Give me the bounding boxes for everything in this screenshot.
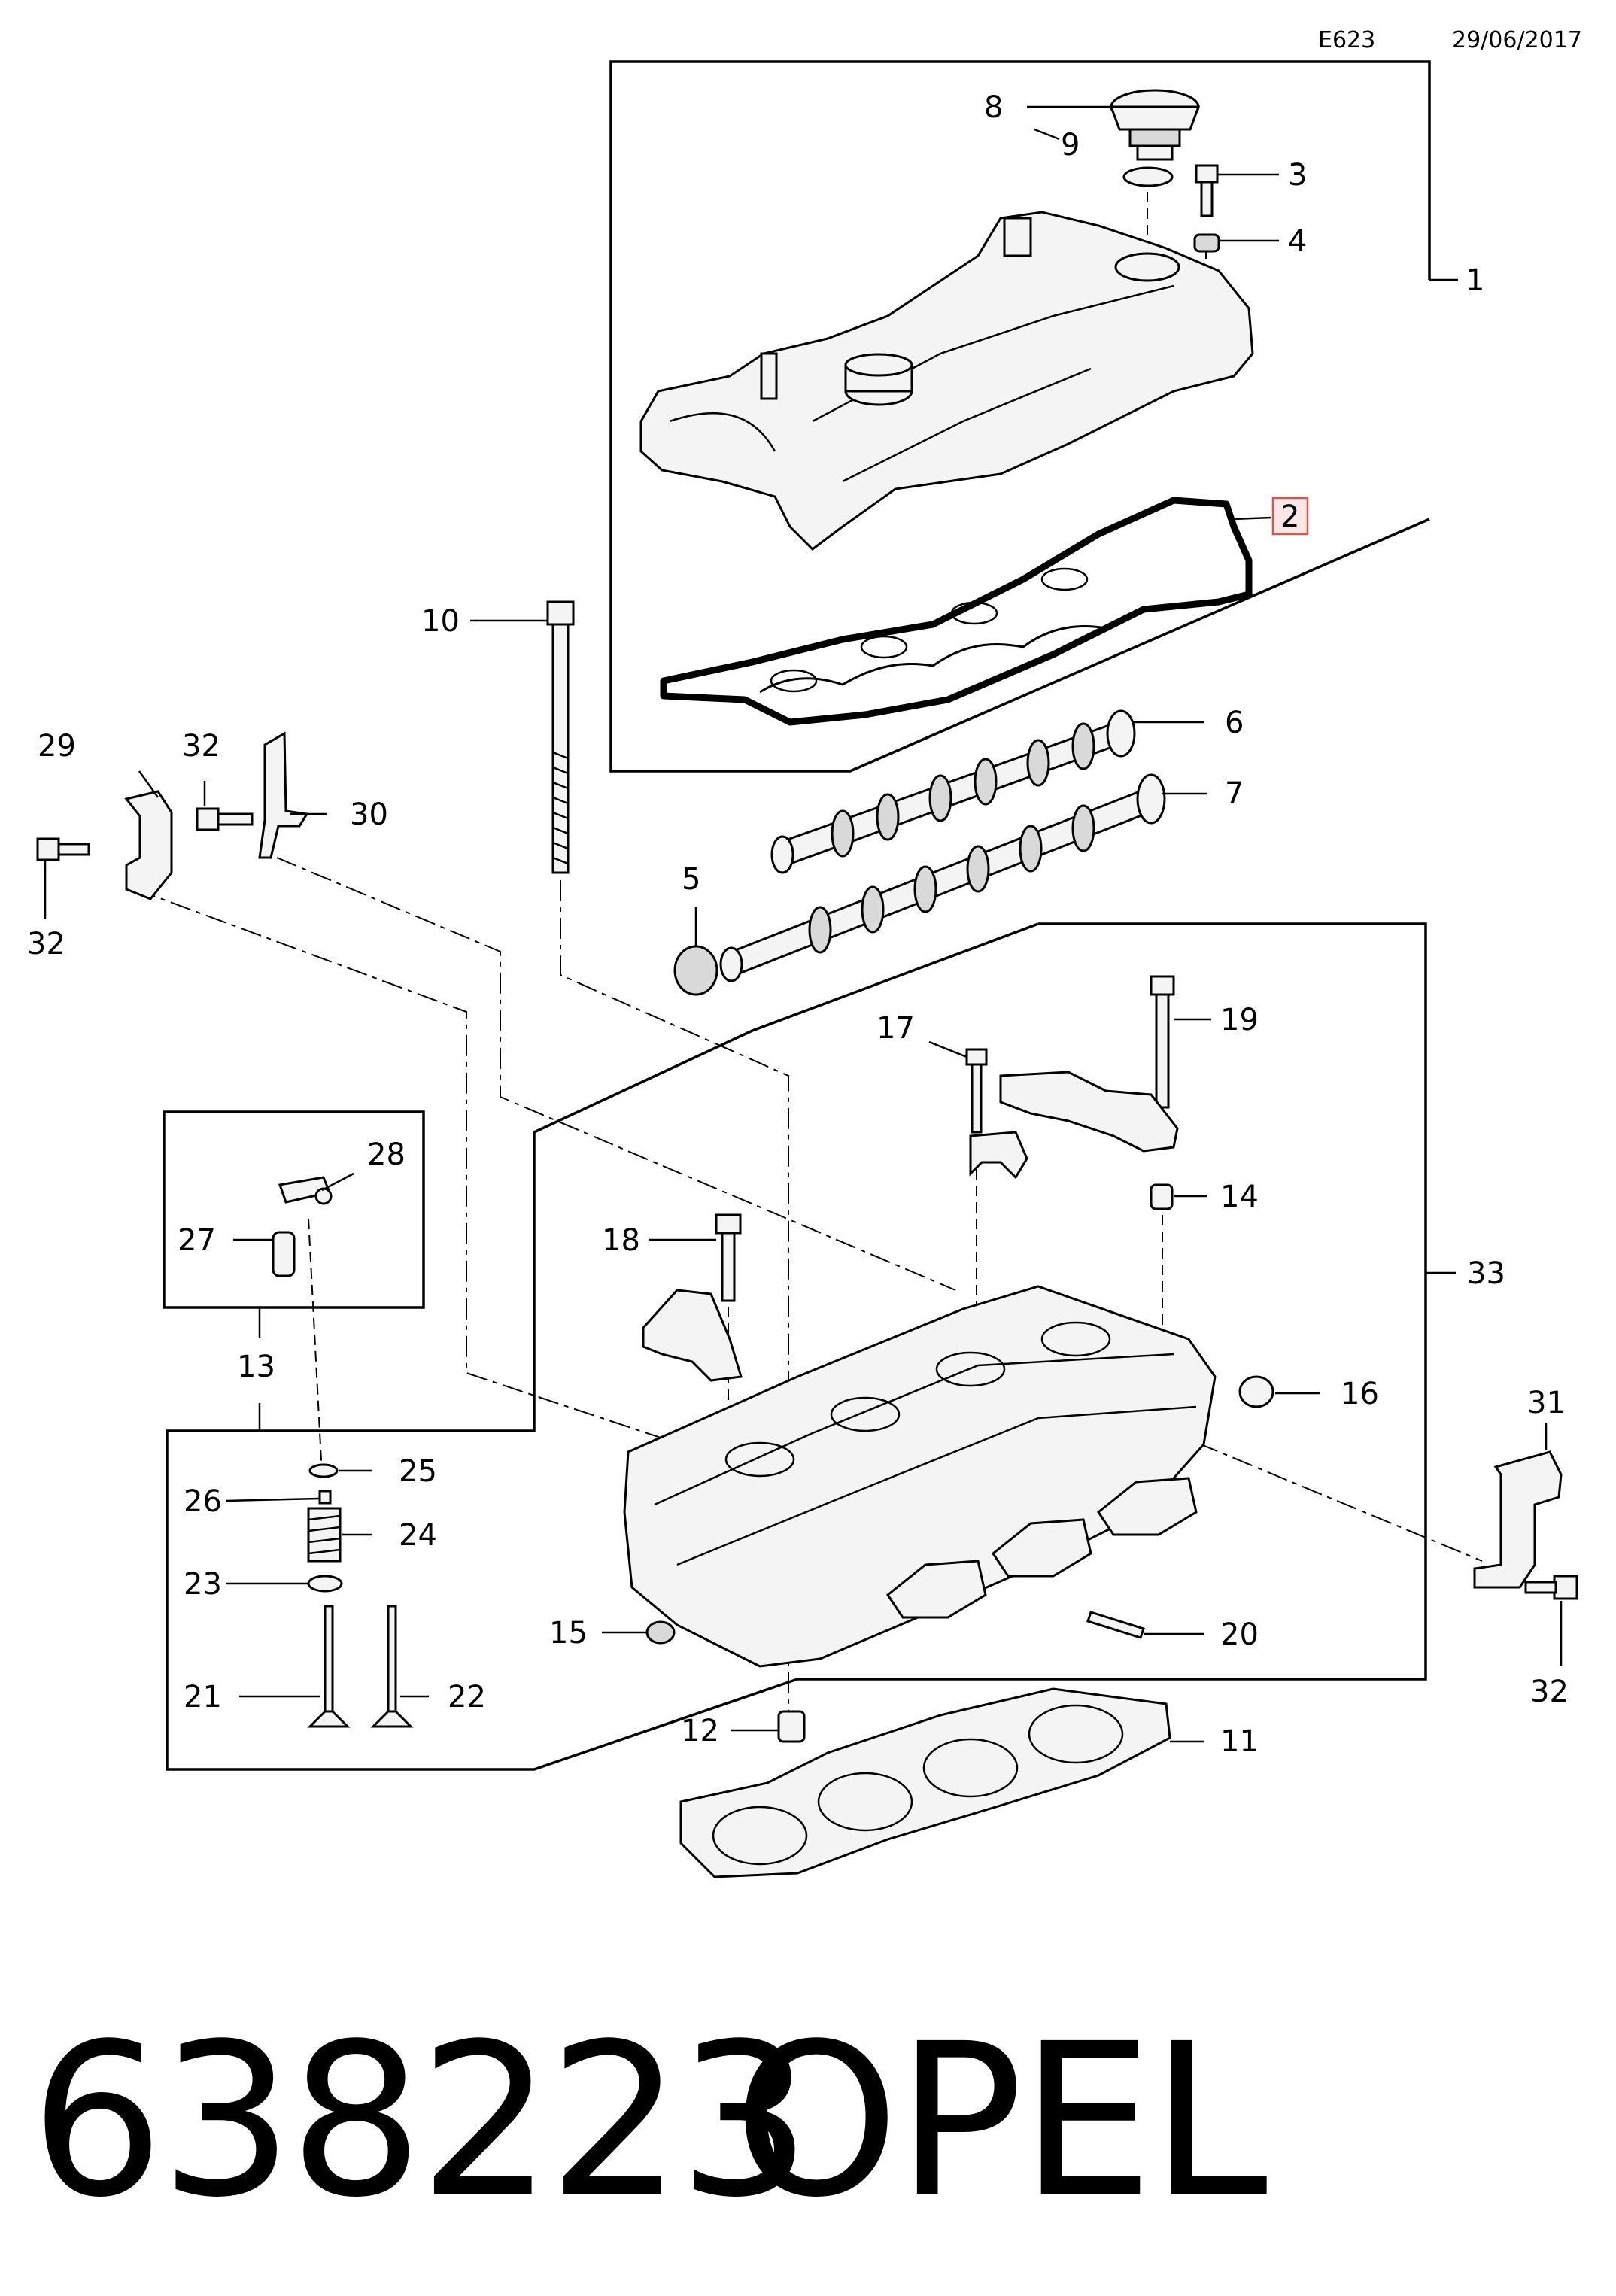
dowel-12-icon [777,1710,806,1743]
callout-1[interactable]: 1 [1466,263,1484,298]
callout-24[interactable]: 24 [399,1518,437,1553]
callout-7[interactable]: 7 [1225,776,1244,811]
callout-31[interactable]: 31 [1527,1386,1566,1420]
callout-29[interactable]: 29 [38,729,76,764]
callout-18[interactable]: 18 [602,1223,640,1258]
assembly-line-bracket30 [276,857,956,1291]
cylinder-head-bolt-icon [546,600,575,874]
bolt-32-right-icon [1524,1575,1578,1600]
frame-head-group [166,922,1427,1771]
callout-19[interactable]: 19 [1220,1003,1259,1037]
cover-bolt-icon [1195,164,1219,217]
o-ring-icon [1122,166,1174,187]
callout-23[interactable]: 23 [184,1567,222,1602]
valve-stem-seal-icon [307,1575,343,1593]
callout-30[interactable]: 30 [350,797,388,832]
diagram-date: 29/06/2017 [1452,27,1582,53]
bolt-32-left-icon [36,837,90,861]
callout-2[interactable]: 2 [1280,500,1299,534]
callout-3[interactable]: 3 [1288,158,1307,193]
diagram-code: E623 [1318,27,1376,53]
leader-lines [44,105,1563,1743]
valve-keeper-icon [318,1490,332,1505]
callout-28[interactable]: 28 [367,1137,406,1172]
callout-22[interactable]: 22 [448,1680,486,1714]
callout-15[interactable]: 15 [549,1616,588,1651]
spring-seat-icon [308,1463,339,1478]
callout-33[interactable]: 33 [1467,1256,1505,1291]
bracket-30-icon [258,731,309,859]
bracket-31-icon [1473,1450,1563,1589]
camshaft-bearing-cap-icon [999,1071,1179,1153]
callout-14[interactable]: 14 [1220,1180,1259,1214]
brand-name: OPEL [734,1999,1268,2244]
callout-21[interactable]: 21 [184,1680,222,1714]
cam-cover-icon [639,211,1254,551]
cylinder-head-gasket-icon [679,1687,1171,1878]
callout-5[interactable]: 5 [682,862,700,897]
callout-2-highlight [1271,497,1309,536]
callout-13[interactable]: 13 [237,1350,275,1384]
camshaft-exhaust-icon [719,773,1166,982]
callout-16[interactable]: 16 [1341,1377,1379,1411]
lash-adjuster-icon [272,1231,296,1277]
callout-10[interactable]: 10 [421,604,460,639]
camshaft-intake-icon [770,709,1136,874]
assembly-line-bracket29 [135,888,693,1449]
bearing-cap-17-icon [969,1131,1028,1180]
callout-20[interactable]: 20 [1220,1617,1259,1652]
callout-26[interactable]: 26 [184,1484,222,1519]
callout-32-right[interactable]: 32 [1530,1675,1569,1709]
bolt-17-icon [965,1048,988,1134]
cylinder-head-icon [623,1285,1217,1668]
plug-16-icon [1238,1375,1274,1408]
dowel-14-icon [1150,1183,1174,1210]
callout-11[interactable]: 11 [1220,1724,1259,1759]
bearing-cap-18-icon [642,1289,743,1382]
gasket-port-icons [770,567,1089,693]
stud-icon [1086,1611,1145,1639]
cam-cover-gasket-inner-icon [759,625,1107,694]
bolt-32-upper-icon [196,807,254,831]
valve-spring-icon [307,1507,342,1563]
callout-17[interactable]: 17 [876,1011,915,1046]
callout-9[interactable]: 9 [1061,128,1080,162]
callout-6[interactable]: 6 [1225,706,1244,740]
callout-32-upper[interactable]: 32 [182,729,220,764]
assembly-line-bracket31 [1128,1414,1483,1562]
cam-cover-gasket-icon [660,497,1253,726]
callout-32-left[interactable]: 32 [27,927,65,961]
bracket-29-icon [124,790,173,900]
exhaust-valve-icon [370,1605,414,1728]
callout-27[interactable]: 27 [178,1223,216,1258]
frame-lifter-group [163,1110,425,1309]
callout-8[interactable]: 8 [984,90,1003,125]
assembly-line-valve [308,1218,323,1475]
camshaft-seal-icon [673,945,718,996]
frame-cover-group [609,60,1431,773]
rocker-arm-icon [278,1176,333,1205]
oil-filler-cap-icon [1109,89,1201,161]
bolt-18-icon [715,1213,742,1302]
bolt-19-icon [1150,975,1175,1109]
callout-25[interactable]: 25 [399,1454,437,1489]
grommet-icon [1193,233,1220,253]
callout-12[interactable]: 12 [681,1714,719,1748]
part-number: 638223 [30,1999,812,2244]
callout-4[interactable]: 4 [1288,224,1307,259]
intake-valve-icon [307,1605,351,1728]
assembly-line-bolt10 [560,880,789,1730]
plug-icon [645,1620,676,1645]
